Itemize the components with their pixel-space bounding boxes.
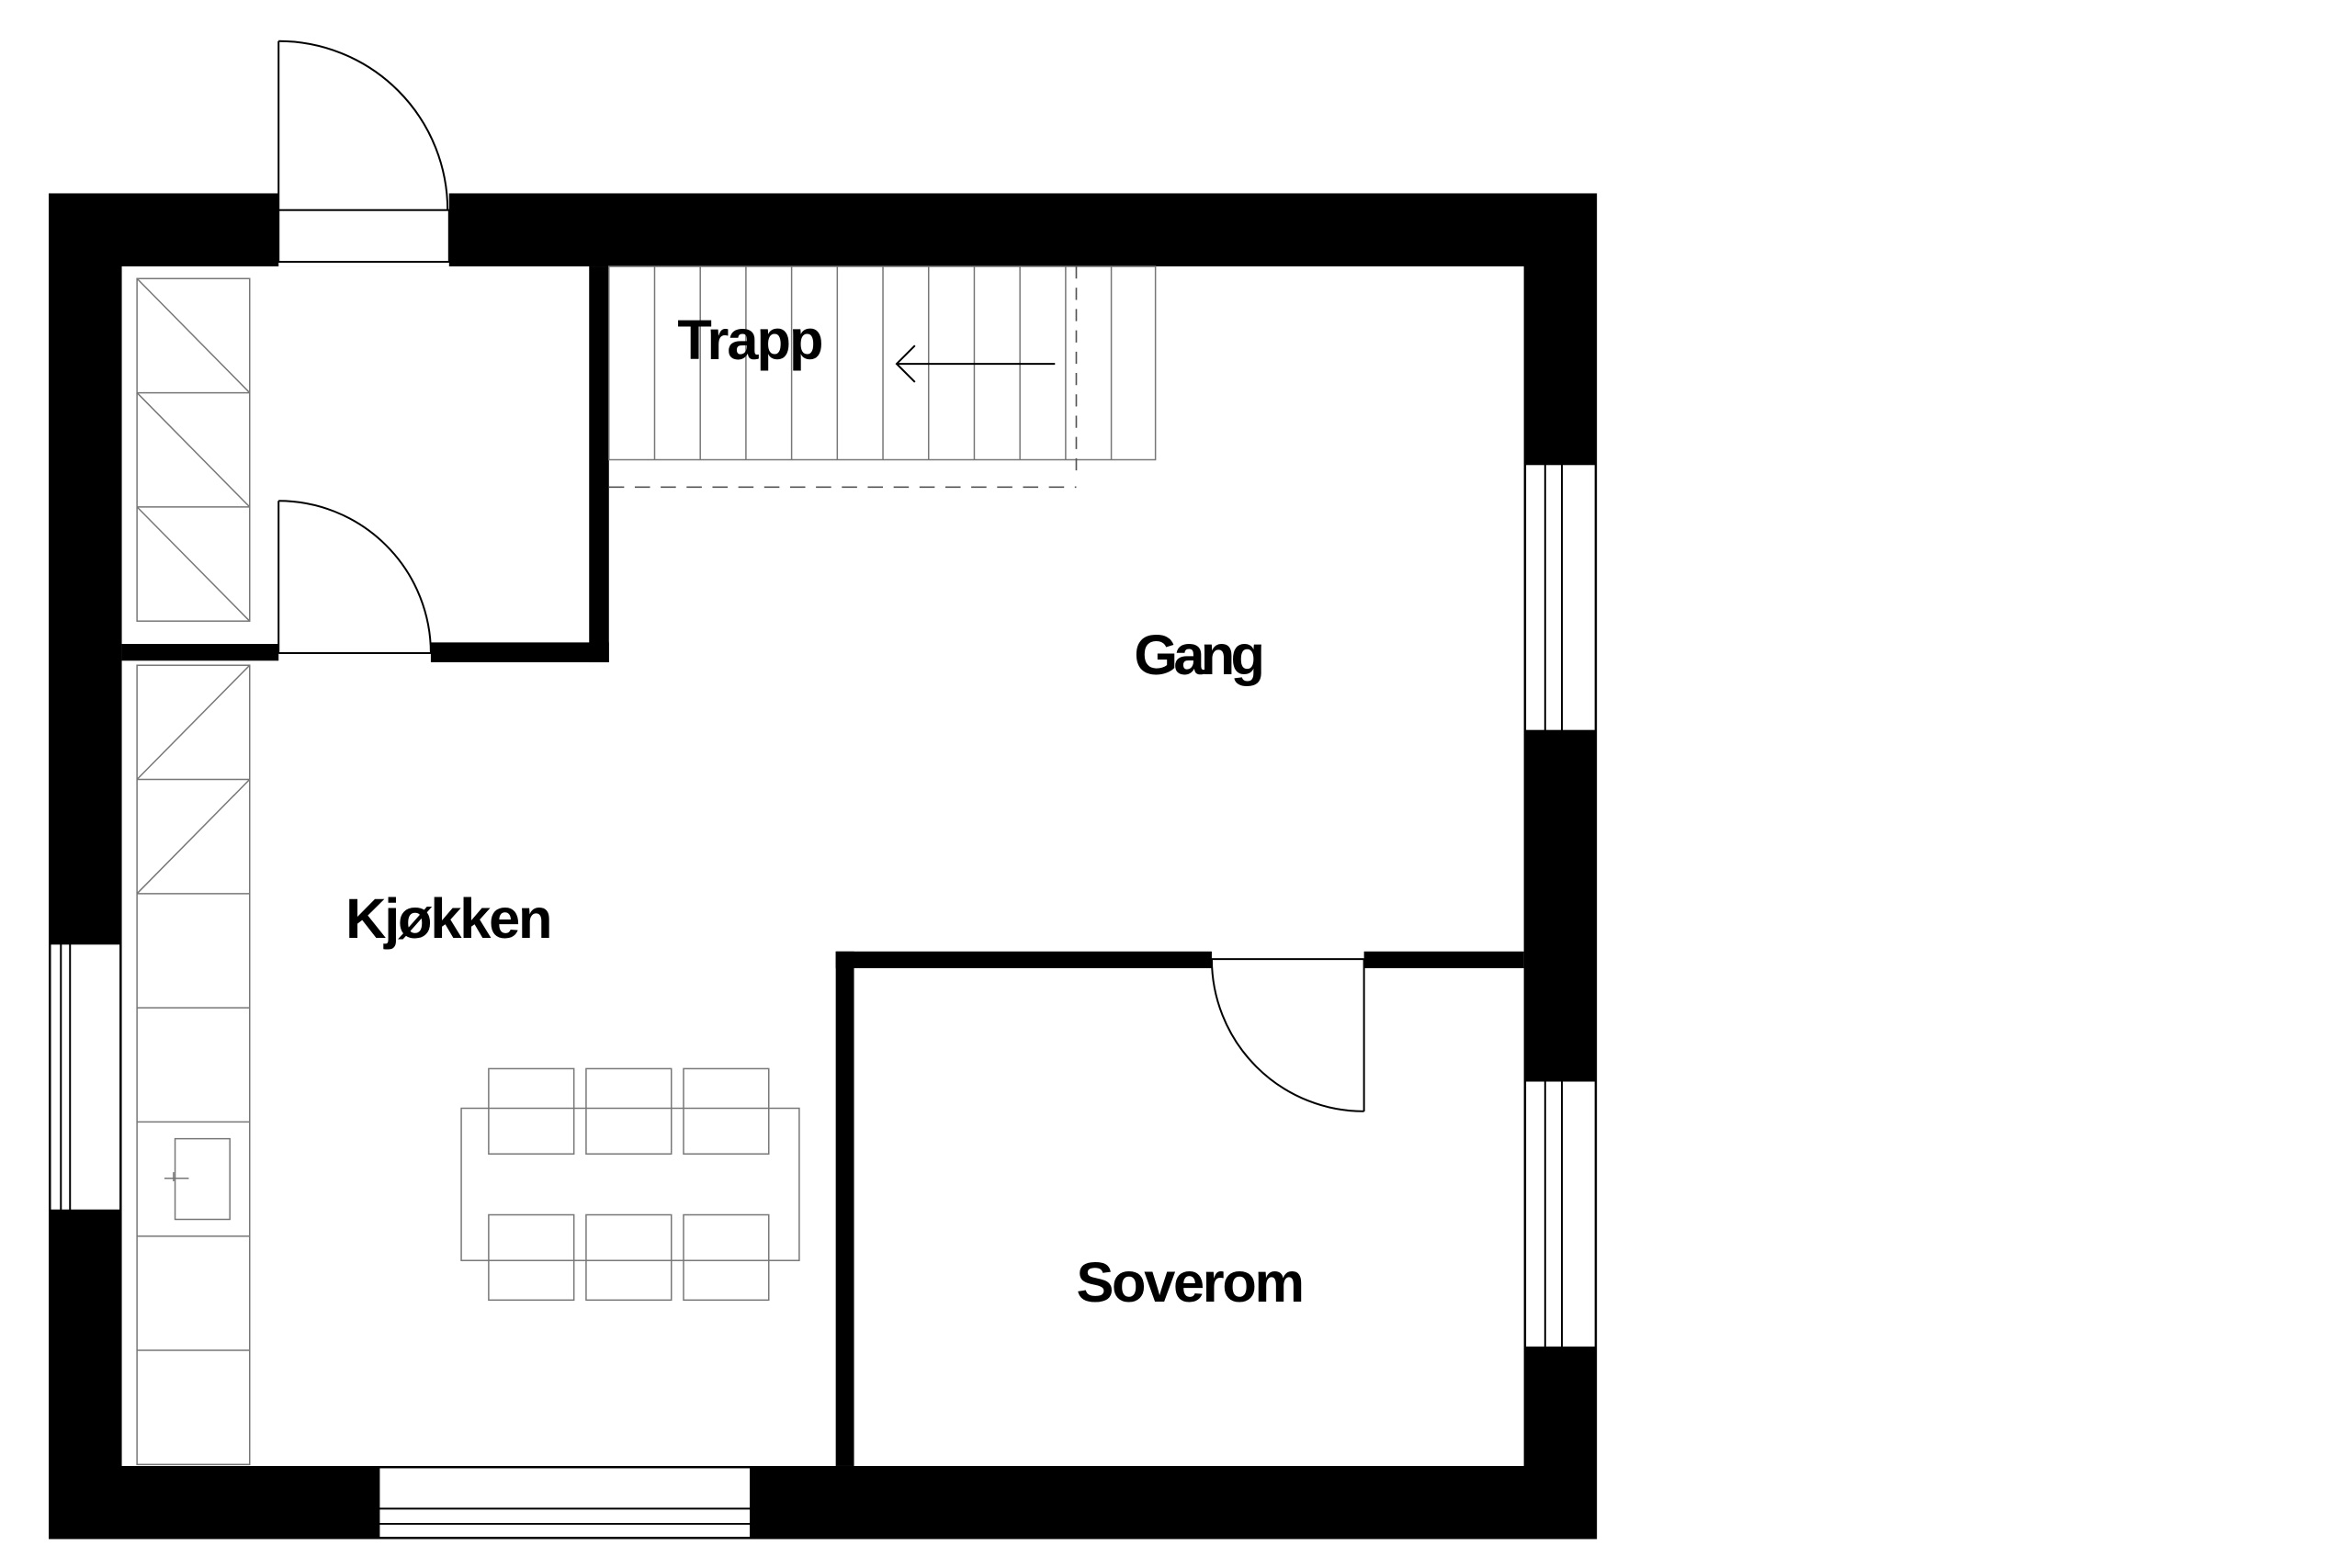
chair [585,1067,673,1155]
room-label-trapp: Trapp [677,308,823,371]
chair [683,1067,770,1155]
window-bottom [378,1466,752,1539]
chair [585,1213,673,1302]
bedroom-door [1210,958,1365,1112]
table [460,1107,800,1261]
chair [683,1213,770,1302]
stair-direction-arrow-icon [895,344,1056,383]
bedroom-walls [835,951,1524,1466]
room-label-kjokken: Kjøkken [345,886,552,950]
room-label-soverom: Soverom [1076,1250,1305,1314]
room-label-gang: Gang [1134,623,1264,686]
window-right-upper [1524,463,1597,732]
entrance-door [277,39,450,267]
window-right-lower [1524,1079,1597,1348]
vestibule-walls [121,266,609,662]
kitchen-counter [136,664,251,1466]
vestibule-door [277,500,432,654]
dining-table [460,1067,800,1302]
sink-icon [164,1137,231,1221]
chair [488,1067,575,1155]
chair [488,1213,575,1302]
wardrobe [136,277,251,622]
outer-walls [49,193,1598,1540]
window-left [49,942,121,1212]
